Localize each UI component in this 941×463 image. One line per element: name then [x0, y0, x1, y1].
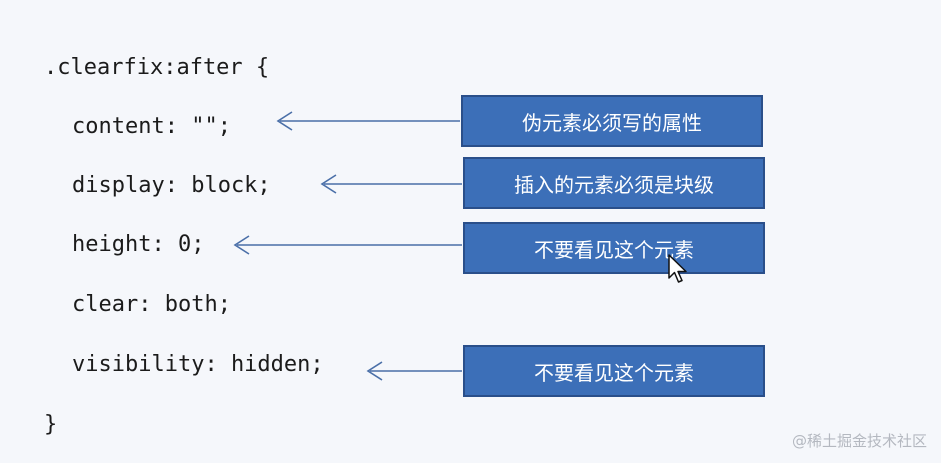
- code-line-height: height: 0;: [72, 232, 205, 257]
- arrow-content-head: [276, 111, 293, 131]
- arrow-height-head: [233, 235, 250, 255]
- arrow-visibility-head: [366, 361, 383, 381]
- note-block-level: 插入的元素必须是块级: [463, 157, 765, 209]
- note-hide-element: 不要看见这个元素: [463, 222, 765, 274]
- mouse-pointer-icon: [668, 254, 687, 283]
- note-pseudo-required: 伪元素必须写的属性: [461, 95, 763, 147]
- arrow-display-head: [320, 174, 337, 194]
- code-line-visibility: visibility: hidden;: [72, 352, 324, 377]
- code-line-content: content: "";: [72, 114, 231, 139]
- code-line-display: display: block;: [72, 173, 271, 198]
- note-hide-element-2: 不要看见这个元素: [463, 345, 765, 397]
- code-line-selector: .clearfix:after {: [44, 55, 270, 80]
- code-line-closing-brace: }: [44, 412, 58, 437]
- code-line-clear: clear: both;: [72, 292, 231, 317]
- watermark: @稀土掘金技术社区: [791, 432, 927, 450]
